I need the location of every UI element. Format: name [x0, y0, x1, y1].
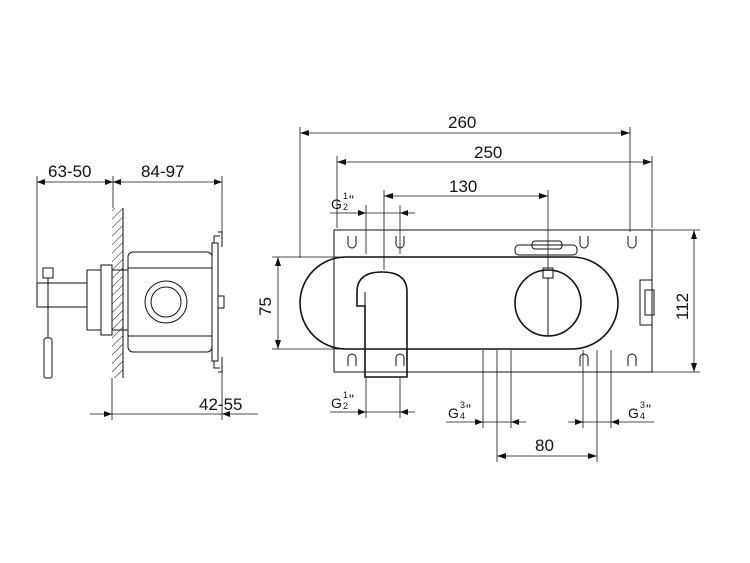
- thread-bottom-den: 2: [343, 401, 348, 411]
- front-view: 260 250 130 G 1 2 ": [256, 113, 700, 462]
- spout: [356, 271, 408, 378]
- control-handle: [514, 267, 582, 337]
- thread-inlet-left-prefix: G: [448, 405, 459, 421]
- outlet-port-inner: [150, 286, 182, 318]
- thread-bottom-num: 1: [343, 390, 348, 400]
- thread-inlet-left-suffix: ": [466, 401, 471, 417]
- handle-body: [36, 264, 129, 336]
- dim-depth-label: 84-97: [141, 162, 184, 181]
- dim-plate-label: 250: [474, 143, 502, 162]
- thread-inlet-right-prefix: G: [628, 405, 639, 421]
- thread-top-prefix: G: [331, 196, 342, 212]
- dim-front-depth: [36, 176, 223, 283]
- dim-height-label: 75: [256, 297, 275, 316]
- inlet-lines: [482, 350, 612, 462]
- thread-inlet-right-num: 3: [640, 400, 645, 410]
- thread-top-suffix: ": [349, 192, 354, 208]
- side-view: 63-50 84-97: [36, 162, 258, 420]
- thread-bottom-prefix: G: [331, 395, 342, 411]
- thread-inlet-right-den: 4: [640, 411, 645, 421]
- dim-plate: [336, 156, 653, 228]
- thread-inlet-left: G 3 4 ": [446, 400, 526, 425]
- thread-inlet-right-suffix: ": [646, 401, 651, 417]
- handle-lever: [42, 267, 54, 379]
- dim-spacing-label: 130: [449, 177, 477, 196]
- thread-bottom-suffix: ": [349, 391, 354, 407]
- dim-overall-label: 260: [448, 113, 476, 132]
- thread-top: G 1 2 ": [330, 191, 415, 254]
- dim-height-overall: [652, 229, 700, 373]
- dim-height-overall-label: 112: [673, 293, 692, 320]
- dim-height: [272, 256, 340, 350]
- thread-bottom: G 1 2 ": [330, 377, 415, 418]
- cover-plate: [299, 256, 619, 350]
- dim-inlet-spacing-label: 80: [535, 436, 554, 455]
- dim-inlet-spacing: [497, 453, 597, 459]
- thread-inlet-left-den: 4: [460, 411, 465, 421]
- thread-top-num: 1: [343, 191, 348, 201]
- thread-inlet-right: G 3 4 ": [568, 400, 654, 425]
- wall-hatch: [112, 208, 123, 378]
- dim-overall: [299, 127, 631, 258]
- valve-body: [127, 231, 225, 373]
- thread-top-den: 2: [343, 202, 348, 212]
- dim-wall-label: 42-55: [199, 395, 242, 414]
- thread-inlet-left-num: 3: [460, 400, 465, 410]
- dim-front-label: 63-50: [48, 162, 91, 181]
- dim-wall: [90, 362, 258, 420]
- mounting-plate: [333, 229, 655, 373]
- outlet-port-outer: [144, 280, 188, 324]
